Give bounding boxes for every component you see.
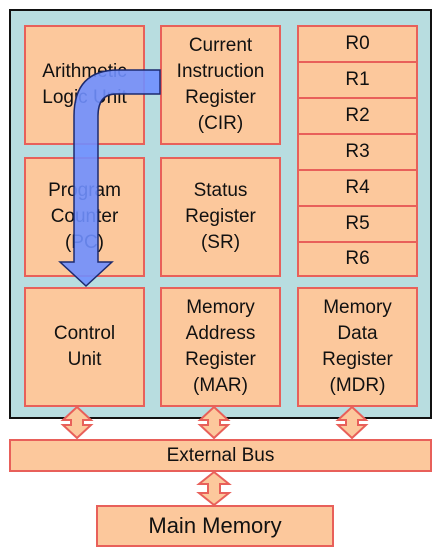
register-r4: R4	[297, 169, 418, 207]
register-r3: R3	[297, 133, 418, 171]
cu-label: Control Unit	[53, 323, 116, 370]
control-unit: Control Unit	[24, 287, 145, 407]
main-memory: Main Memory	[96, 505, 334, 547]
program-counter: Program Counter (PC)	[24, 157, 145, 277]
external-bus: External Bus	[9, 439, 432, 472]
external-bus-label: External Bus	[166, 444, 275, 466]
arithmetic-logic-unit: Arithmetic Logic Unit	[24, 25, 145, 145]
register-r5: R5	[297, 205, 418, 243]
register-label: R6	[345, 248, 370, 269]
status-register: Status Register (SR)	[160, 157, 281, 277]
sr-label: Status Register (SR)	[185, 180, 256, 253]
register-label: R2	[345, 105, 370, 126]
register-r0: R0	[297, 25, 418, 63]
bus-memory-arrow	[196, 470, 232, 507]
mdr-label: Memory Data Register (MDR)	[322, 297, 393, 396]
mar-label: Memory Address Register (MAR)	[185, 297, 256, 396]
register-label: R1	[345, 69, 370, 90]
pc-label: Program Counter (PC)	[48, 180, 121, 253]
register-r6: R6	[297, 241, 418, 277]
register-label: R4	[345, 177, 370, 198]
register-r1: R1	[297, 61, 418, 99]
memory-data-register: Memory Data Register (MDR)	[297, 287, 418, 407]
register-label: R3	[345, 141, 370, 162]
memory-address-register: Memory Address Register (MAR)	[160, 287, 281, 407]
register-label: R0	[345, 33, 370, 54]
cir-label: Current Instruction Register (CIR)	[176, 35, 265, 134]
register-r2: R2	[297, 97, 418, 135]
current-instruction-register: Current Instruction Register (CIR)	[160, 25, 281, 145]
register-label: R5	[345, 213, 370, 234]
main-memory-label: Main Memory	[148, 513, 282, 538]
alu-label: Arithmetic Logic Unit	[42, 61, 127, 108]
